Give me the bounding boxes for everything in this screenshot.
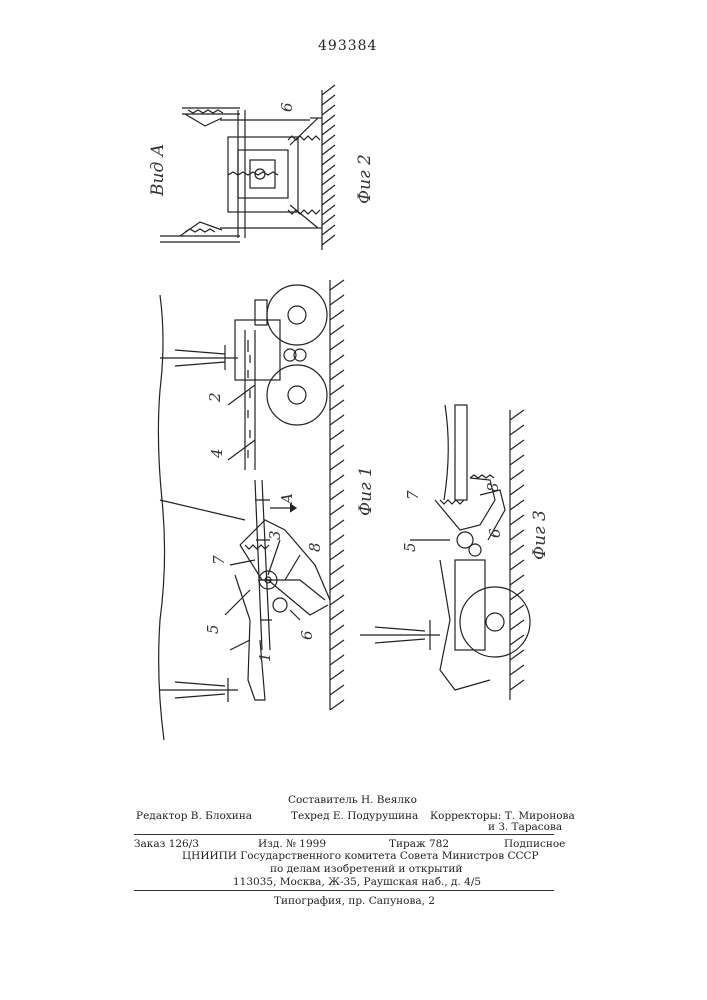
footer-address: 113035, Москва, Ж-35, Раушская наб., д. … <box>233 876 481 888</box>
fig2-caption: Фиг 2 <box>355 154 375 204</box>
footer-printing: Типография, пр. Сапунова, 2 <box>274 895 435 907</box>
fig2-drawing <box>160 85 335 250</box>
fig1-caption: Фиг 1 <box>356 466 376 516</box>
fig1-label-7: 7 <box>210 555 228 565</box>
fig3-label-8: 8 <box>484 482 502 492</box>
footer-compiler: Составитель Н. Веялко <box>288 794 417 806</box>
fig3-label-7: 7 <box>404 490 422 500</box>
fig1-drawing <box>158 280 344 740</box>
footer-subscription: Подписное <box>504 838 565 850</box>
footer-editor: Редактор В. Блохина <box>136 810 252 822</box>
fig1-label-5: 5 <box>204 624 222 634</box>
fig1-arrow-label: A <box>278 493 296 506</box>
fig1-label-2: 2 <box>206 392 224 403</box>
footer-order: Заказ 126/3 <box>134 838 199 850</box>
fig1-label-4: 4 <box>208 448 226 459</box>
footer-org-line1: ЦНИИПИ Государственного комитета Совета … <box>182 850 539 862</box>
fig1-label-3: 3 <box>266 530 284 540</box>
footer-circulation: Тираж 782 <box>389 838 449 850</box>
footer-edition: Изд. № 1999 <box>258 838 326 850</box>
fig3-label-6: 6 <box>486 528 504 538</box>
fig3-label-5: 5 <box>401 542 419 552</box>
fig2-view-title: Вид А <box>148 144 168 197</box>
footer-org-line2: по делам изобретений и открытий <box>270 863 462 875</box>
fig3-drawing <box>360 405 530 700</box>
fig1-label-1: 1 <box>256 652 274 662</box>
fig1-label-6: 6 <box>298 630 316 640</box>
footer-rule-1 <box>134 834 554 835</box>
footer-rule-2 <box>134 890 554 891</box>
footer-correctors-2: и З. Тарасова <box>488 821 562 833</box>
footer-techred: Техред Е. Подурушина <box>291 810 418 822</box>
fig1-label-8: 8 <box>306 542 324 552</box>
fig3-caption: Фиг 3 <box>530 510 550 560</box>
fig2-label-6: 6 <box>278 102 296 112</box>
technical-drawing: 6 <box>0 0 707 800</box>
